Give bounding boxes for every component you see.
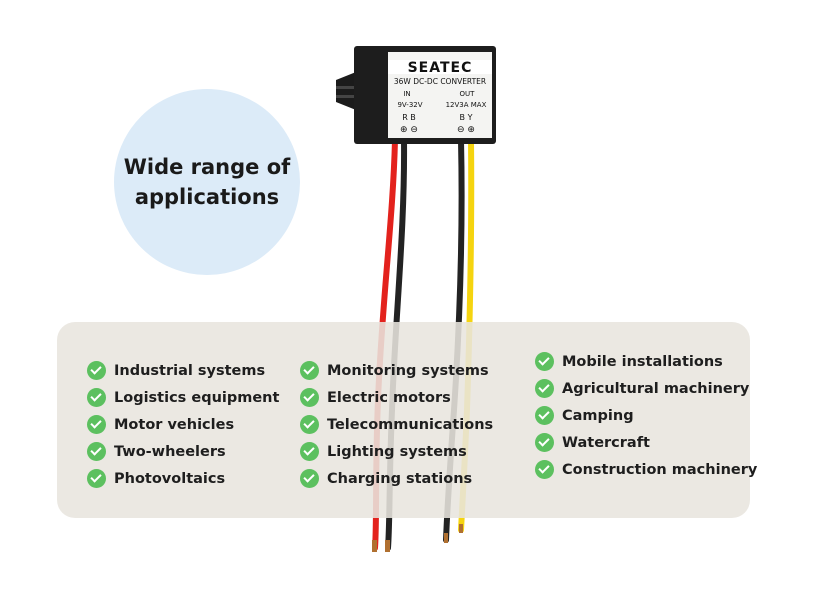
check-icon: [300, 388, 319, 407]
check-icon: [535, 406, 554, 425]
device-out-polarity: ⊖ ⊕: [457, 125, 475, 135]
check-icon: [535, 379, 554, 398]
check-icon: [87, 415, 106, 434]
device-brand: SEATEC: [408, 60, 473, 76]
wire-tips: [372, 524, 463, 552]
headline-line-1: Wide range of: [123, 155, 291, 179]
mounting-tab: [336, 72, 358, 110]
device-out-spec: 12V3A MAX: [446, 101, 487, 109]
check-icon: [300, 442, 319, 461]
headline-line-2: applications: [134, 185, 280, 209]
headline: Wide range of applications: [122, 152, 292, 212]
list-item: Logistics equipment: [87, 384, 279, 411]
check-icon: [87, 469, 106, 488]
applications-column-3: Mobile installations Agricultural machin…: [535, 348, 757, 483]
check-icon: [87, 442, 106, 461]
headline-bubble: Wide range of applications: [114, 89, 300, 275]
applications-column-1: Industrial systems Logistics equipment M…: [87, 357, 279, 492]
check-icon: [87, 388, 106, 407]
device-out-label: OUT: [460, 90, 476, 98]
list-item: Agricultural machinery: [535, 375, 757, 402]
check-icon: [300, 361, 319, 380]
check-icon: [535, 433, 554, 452]
check-icon: [535, 460, 554, 479]
device-model: 36W DC-DC CONVERTER: [394, 77, 486, 86]
device-out-wires: B Y: [460, 113, 473, 122]
check-icon: [300, 469, 319, 488]
list-item: Motor vehicles: [87, 411, 279, 438]
list-item: Camping: [535, 402, 757, 429]
list-item: Mobile installations: [535, 348, 757, 375]
applications-panel: [57, 322, 750, 518]
list-item: Telecommunications: [300, 411, 493, 438]
list-item: Construction machinery: [535, 456, 757, 483]
device-in-range: 9V-32V: [397, 101, 422, 109]
list-item: Charging stations: [300, 465, 493, 492]
list-item: Electric motors: [300, 384, 493, 411]
list-item: Photovoltaics: [87, 465, 279, 492]
check-icon: [300, 415, 319, 434]
list-item: Watercraft: [535, 429, 757, 456]
list-item: Lighting systems: [300, 438, 493, 465]
applications-column-2: Monitoring systems Electric motors Telec…: [300, 357, 493, 492]
list-item: Two-wheelers: [87, 438, 279, 465]
check-icon: [535, 352, 554, 371]
list-item: Monitoring systems: [300, 357, 493, 384]
check-icon: [87, 361, 106, 380]
device-in-polarity: ⊕ ⊖: [400, 125, 418, 135]
device-in-wires: R B: [402, 113, 416, 122]
list-item: Industrial systems: [87, 357, 279, 384]
device-in-label: IN: [403, 90, 410, 98]
